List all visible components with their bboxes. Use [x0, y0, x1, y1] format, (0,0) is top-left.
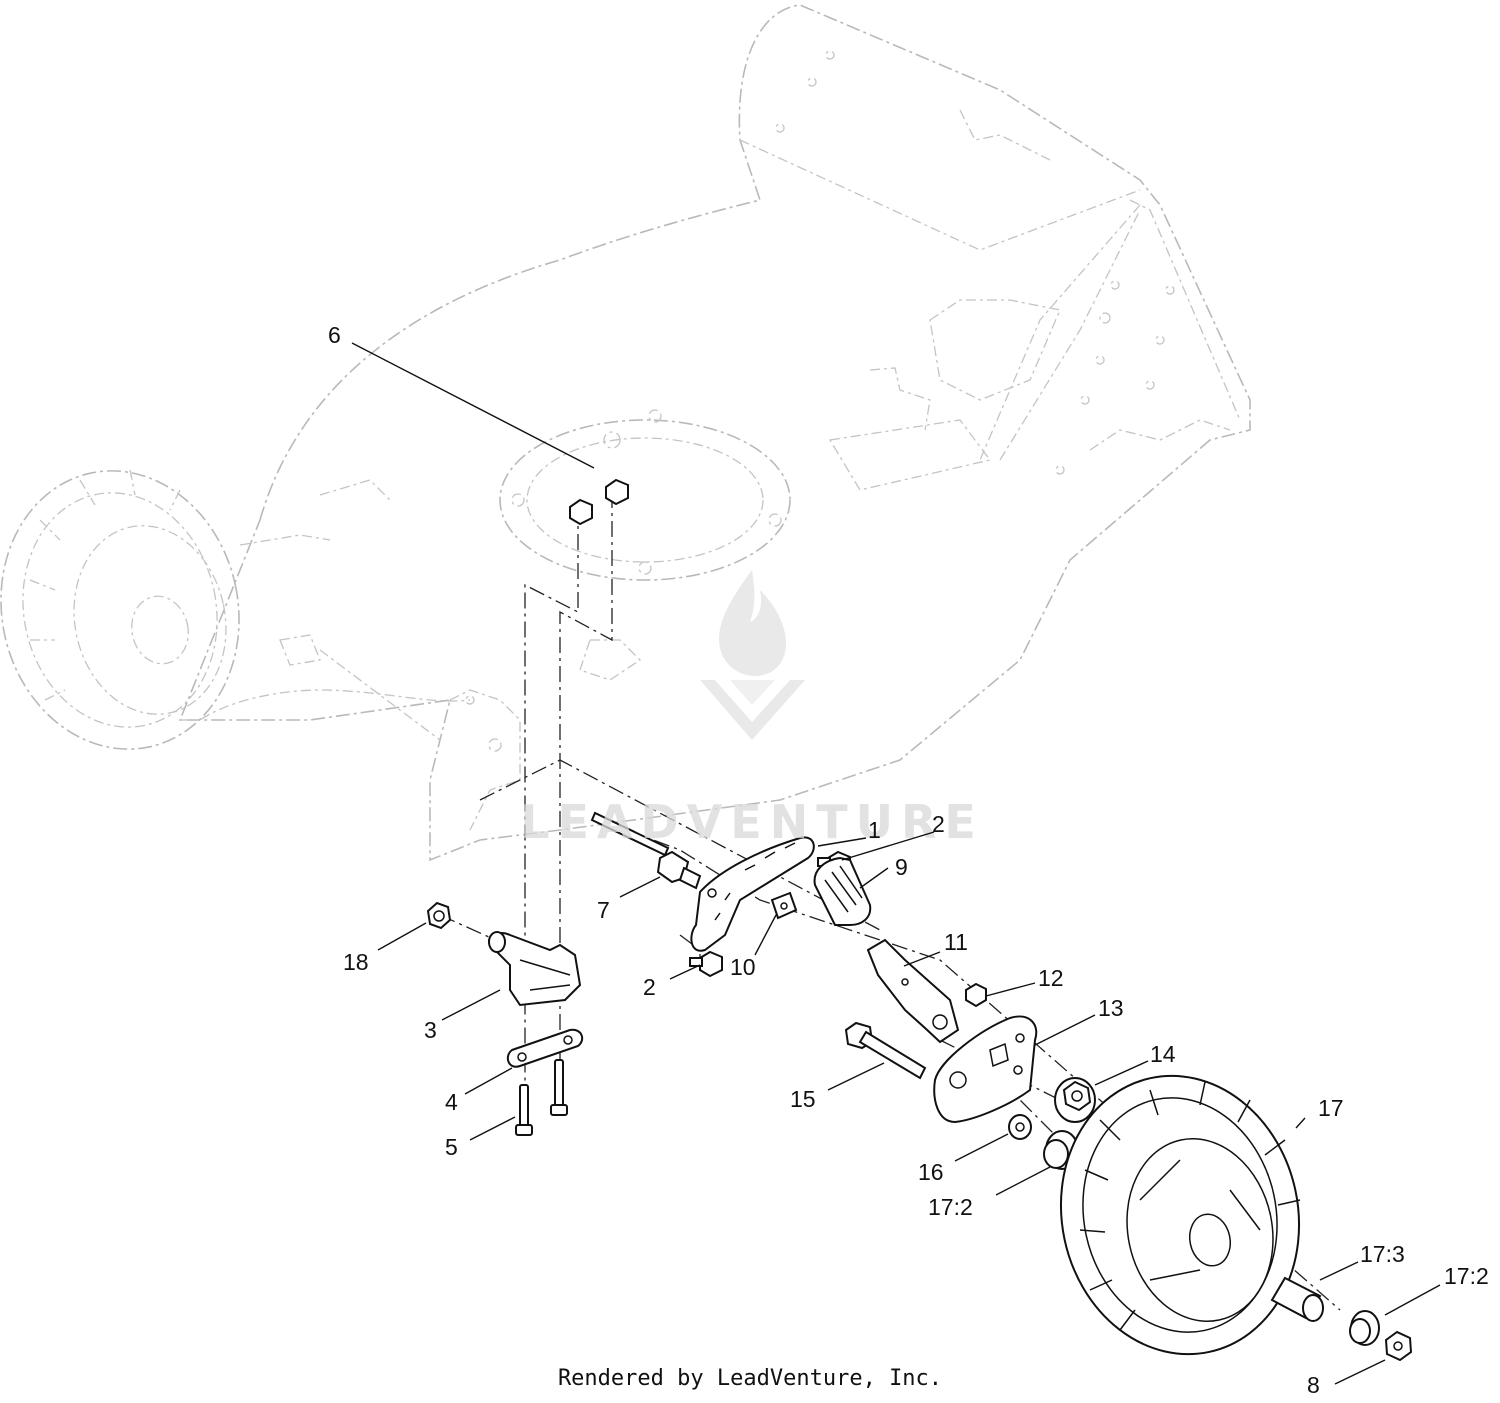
- leader-lines: [351, 342, 1441, 1385]
- part-7-shaft: [590, 811, 702, 890]
- callout-12: 12: [1038, 965, 1064, 991]
- part-14-nut: [1054, 1077, 1096, 1123]
- callout-3: 3: [424, 1017, 437, 1043]
- callout-9: 9: [895, 854, 908, 880]
- part-17-wheel: [1059, 1074, 1301, 1356]
- part-12-bolt: [965, 982, 987, 1008]
- part-8-nut: [1384, 1330, 1413, 1362]
- callout-17-3: 17:3: [1360, 1241, 1405, 1267]
- part-15-bolt: [844, 1021, 927, 1080]
- callout-17-2-left: 17:2: [928, 1194, 973, 1220]
- part-1-plate: [690, 836, 815, 952]
- callout-18: 18: [343, 949, 369, 975]
- left-wheel-outline: [0, 469, 240, 750]
- callout-8: 8: [1307, 1372, 1320, 1398]
- mower-deck-outline: [178, 4, 1251, 862]
- part-3-bracket: [488, 931, 582, 1007]
- callout-15: 15: [790, 1086, 816, 1112]
- callout-11: 11: [944, 929, 968, 955]
- callout-17: 17: [1318, 1095, 1344, 1121]
- callout-16: 16: [918, 1159, 944, 1185]
- part-16-washer: [1008, 1114, 1032, 1140]
- callout-labels: 1 2 2 3 4 5 6 7 8 9 10 11 12 13 14 15 16…: [328, 322, 1489, 1398]
- part-5-bolts: [515, 1059, 568, 1136]
- part-13-plate: [933, 1015, 1038, 1124]
- part-17-3-bushing: [1270, 1276, 1324, 1322]
- callout-13: 13: [1098, 995, 1124, 1021]
- callout-2-lower: 2: [643, 974, 656, 1000]
- callout-1: 1: [868, 817, 881, 843]
- callout-7: 7: [597, 897, 610, 923]
- callout-17-2-right: 17:2: [1444, 1263, 1489, 1289]
- watermark-text: LEADVENTURE: [520, 795, 984, 849]
- part-11-lever: [866, 938, 960, 1044]
- footer-credit: Rendered by LeadVenture, Inc.: [557, 1366, 943, 1391]
- callout-5: 5: [445, 1134, 458, 1160]
- leadventure-watermark: LEADVENTURE: [520, 570, 984, 849]
- callout-10: 10: [730, 954, 756, 980]
- part-2-bolt-lower: [689, 950, 723, 978]
- callout-6: 6: [328, 322, 341, 348]
- callout-14: 14: [1150, 1041, 1176, 1067]
- part-10-clip: [770, 891, 798, 920]
- callout-4: 4: [445, 1089, 458, 1115]
- part-6-nuts: [569, 478, 629, 526]
- callout-2-upper: 2: [932, 811, 945, 837]
- part-17-2-spacer-right: [1349, 1310, 1380, 1346]
- part-18-nut: [426, 901, 452, 930]
- part-9-pad: [813, 856, 872, 926]
- part-4-plate: [506, 1028, 584, 1068]
